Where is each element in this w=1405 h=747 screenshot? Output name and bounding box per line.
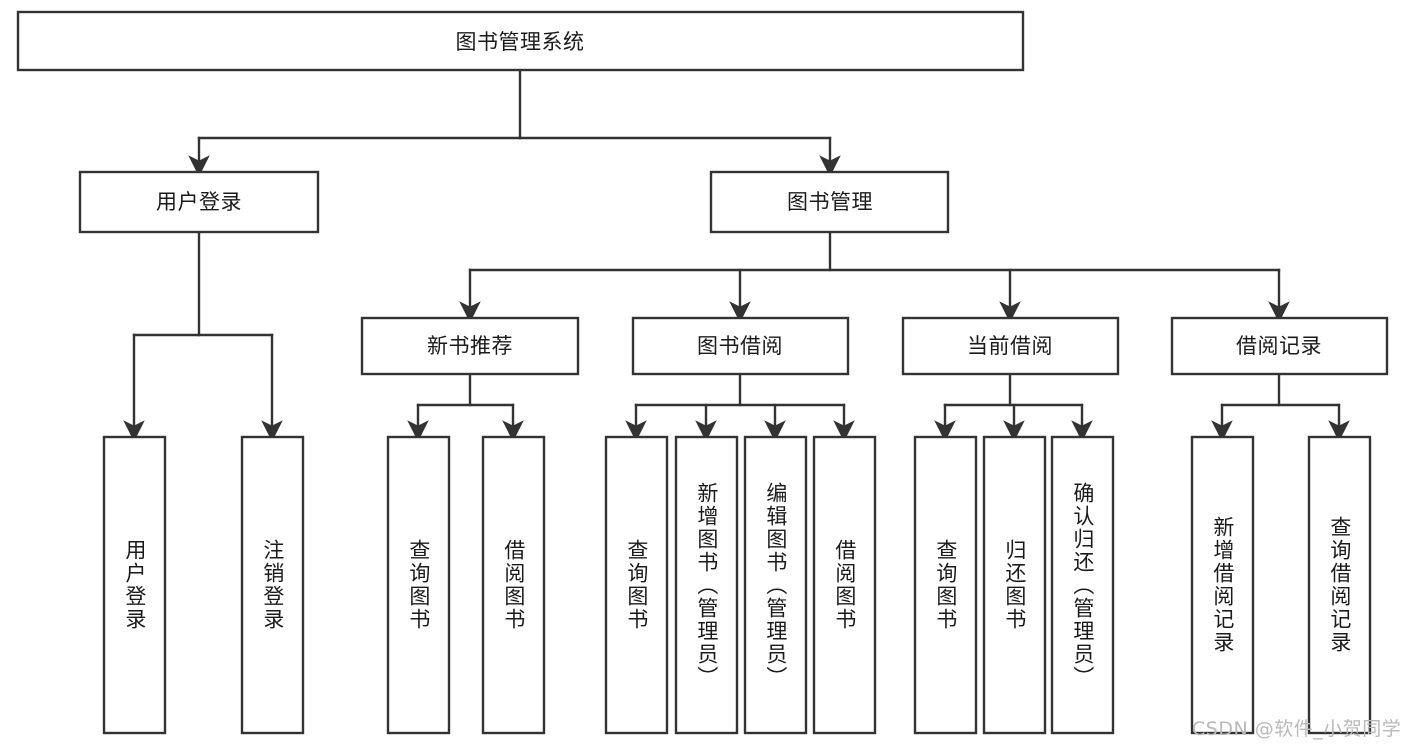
- leaf-query-book-borrow-box[interactable]: [604, 435, 669, 735]
- node-user-login-box[interactable]: [78, 170, 320, 234]
- node-root-box[interactable]: [16, 10, 1025, 72]
- leaf-edit-book-box[interactable]: [743, 435, 808, 735]
- leaf-query-book-rec-box[interactable]: [386, 435, 451, 735]
- node-layer: 图书管理系统 用户登录 图书管理 新书推荐 图书借阅: [16, 10, 1389, 735]
- node-borrow-record-box[interactable]: [1170, 316, 1389, 376]
- node-new-book-rec-box[interactable]: [360, 316, 580, 376]
- leaf-add-record-box[interactable]: [1190, 435, 1255, 735]
- leaf-return-book-box[interactable]: [982, 435, 1047, 735]
- node-new-book-rec[interactable]: 新书推荐: [360, 316, 580, 376]
- leaf-confirm-return-box[interactable]: [1050, 435, 1115, 735]
- leaf-query-book-cur-box[interactable]: [913, 435, 978, 735]
- node-borrow-record[interactable]: 借阅记录: [1170, 316, 1389, 376]
- node-borrow-record-label: 借阅记录: [1236, 334, 1322, 358]
- leaf-add-book-box[interactable]: [674, 435, 739, 735]
- node-current-borrow-label: 当前借阅: [967, 334, 1053, 358]
- node-current-borrow[interactable]: 当前借阅: [901, 316, 1120, 376]
- node-new-book-rec-label: 新书推荐: [427, 334, 513, 358]
- node-book-borrow-box[interactable]: [631, 316, 850, 376]
- node-current-borrow-box[interactable]: [901, 316, 1120, 376]
- node-root-label: 图书管理系统: [456, 30, 585, 54]
- node-user-login-label: 用户登录: [156, 190, 242, 214]
- node-user-login[interactable]: 用户登录: [78, 170, 320, 234]
- csdn-watermark: CSDN @软件_小贺同学: [1192, 718, 1402, 740]
- leaf-node-boxes: [102, 435, 1372, 735]
- node-book-manage-box[interactable]: [709, 170, 950, 234]
- leaf-user-logout-box[interactable]: [240, 435, 305, 735]
- node-book-manage[interactable]: 图书管理: [709, 170, 950, 234]
- leaf-user-login-box[interactable]: [102, 435, 167, 735]
- leaf-query-record-box[interactable]: [1307, 435, 1372, 735]
- leaf-borrow-book-rec-box[interactable]: [481, 435, 546, 735]
- node-root[interactable]: 图书管理系统: [16, 10, 1025, 72]
- node-book-borrow-label: 图书借阅: [697, 334, 783, 358]
- node-book-manage-label: 图书管理: [787, 190, 873, 214]
- connector-layer: [123, 68, 1350, 442]
- node-book-borrow[interactable]: 图书借阅: [631, 316, 850, 376]
- leaf-borrow-book-box[interactable]: [812, 435, 877, 735]
